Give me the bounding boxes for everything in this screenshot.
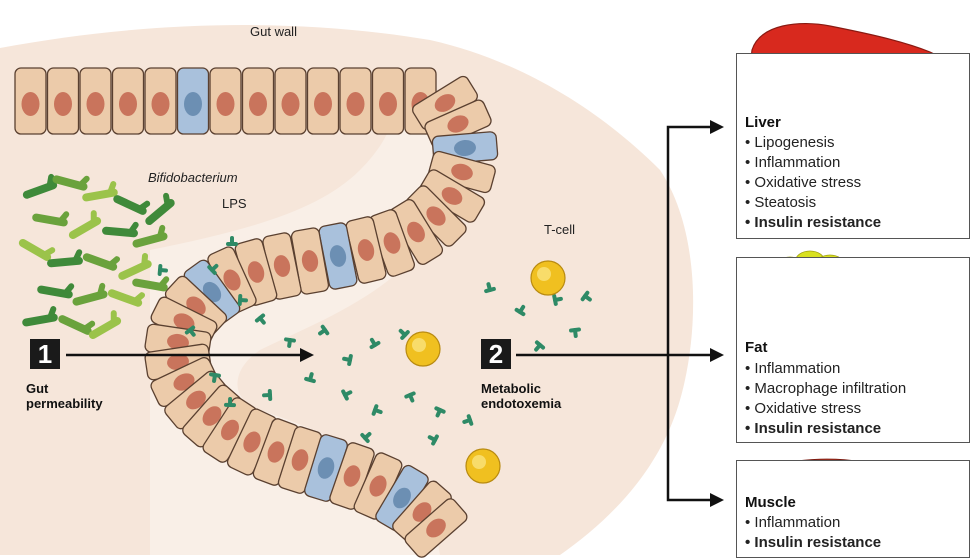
epithelial-cell bbox=[113, 68, 144, 134]
step-1-label: Gut permeability bbox=[26, 381, 103, 411]
muscle-effects-list: Inflammation Insulin resistance bbox=[745, 513, 881, 553]
step-2-number: 2 bbox=[481, 339, 511, 369]
arrowhead bbox=[710, 493, 724, 507]
t-cell-label: T-cell bbox=[544, 222, 575, 237]
liver-effects-list: Lipogenesis Inflammation Oxidative stres… bbox=[745, 133, 881, 233]
bifidobacterium-label: Bifidobacterium bbox=[148, 170, 238, 185]
epithelial-cell bbox=[80, 68, 111, 134]
epithelial-cell bbox=[48, 68, 79, 134]
epithelial-cell bbox=[275, 68, 306, 134]
fat-key-effect: Insulin resistance bbox=[745, 419, 906, 439]
fat-effect: Inflammation bbox=[745, 359, 906, 379]
epithelial-cell bbox=[243, 68, 274, 134]
fat-title: Fat bbox=[745, 339, 768, 356]
liver-title: Liver bbox=[745, 114, 781, 131]
muscle-title: Muscle bbox=[745, 494, 796, 511]
t-cell bbox=[406, 332, 440, 366]
arrowhead bbox=[710, 120, 724, 134]
fat-effect: Macrophage infiltration bbox=[745, 379, 906, 399]
liver-effect: Steatosis bbox=[745, 193, 881, 213]
epithelial-cell bbox=[15, 68, 46, 134]
muscle-key-effect: Insulin resistance bbox=[745, 533, 881, 553]
muscle-effect: Inflammation bbox=[745, 513, 881, 533]
epithelial-cell bbox=[373, 68, 404, 134]
lps-label: LPS bbox=[222, 196, 247, 211]
goblet-cell bbox=[178, 68, 209, 134]
t-cell bbox=[466, 449, 500, 483]
t-cell bbox=[531, 261, 565, 295]
epithelial-cell bbox=[210, 68, 241, 134]
fat-effect: Oxidative stress bbox=[745, 399, 906, 419]
step-1-number: 1 bbox=[30, 339, 60, 369]
fat-effects-list: Inflammation Macrophage infiltration Oxi… bbox=[745, 359, 906, 439]
epithelial-cell bbox=[145, 68, 176, 134]
arrowhead bbox=[710, 348, 724, 362]
liver-effect: Oxidative stress bbox=[745, 173, 881, 193]
gut-wall-label: Gut wall bbox=[250, 24, 297, 39]
liver-key-effect: Insulin resistance bbox=[745, 213, 881, 233]
step-2-label: Metabolic endotoxemia bbox=[481, 381, 561, 411]
epithelial-cell bbox=[308, 68, 339, 134]
liver-effect: Inflammation bbox=[745, 153, 881, 173]
liver-effect: Lipogenesis bbox=[745, 133, 881, 153]
epithelial-cell bbox=[340, 68, 371, 134]
